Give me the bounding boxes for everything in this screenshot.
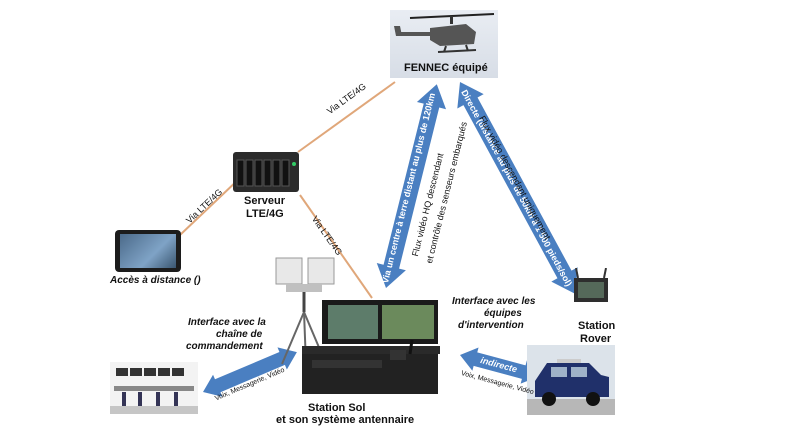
vehicle-image [527, 345, 615, 415]
label-command-interface-1: Interface avec la [188, 317, 266, 328]
server-image [233, 152, 299, 192]
arrow-heli-rover [457, 82, 578, 294]
server-label-1: Serveur [244, 195, 285, 207]
label-command-interface-3: commandement [186, 341, 263, 352]
command-room-image [110, 362, 198, 414]
helicopter-label: FENNEC équipé [404, 62, 488, 74]
link-heli-server [297, 81, 396, 153]
arrow-heli-ground [376, 84, 447, 288]
label-rover-interface-2: équipes [484, 308, 522, 319]
link-server-tablet [179, 177, 241, 236]
rover-label-1: Station [578, 320, 616, 332]
ground-station-label-2: et son système antennaire [276, 414, 415, 426]
antenna-image [272, 254, 340, 366]
link-server-ground [299, 194, 373, 299]
tablet-image [115, 230, 181, 272]
ground-station-label-1: Station Sol [308, 402, 366, 414]
ground-station-image [300, 300, 440, 396]
rover-antenna-image [572, 267, 610, 308]
arrow-ground-rover [460, 347, 540, 384]
rover-label-2: Rover [580, 333, 612, 345]
arrow-command-ground [203, 347, 297, 397]
helicopter-image [390, 10, 498, 78]
label-rover-interface-3: d'intervention [458, 320, 524, 331]
label-command-interface-2: chaîne de [216, 329, 263, 340]
tablet-label: Accès à distance () [110, 275, 201, 286]
label-rover-interface-1: Interface avec les [452, 296, 536, 307]
server-label-2: LTE/4G [246, 208, 284, 220]
